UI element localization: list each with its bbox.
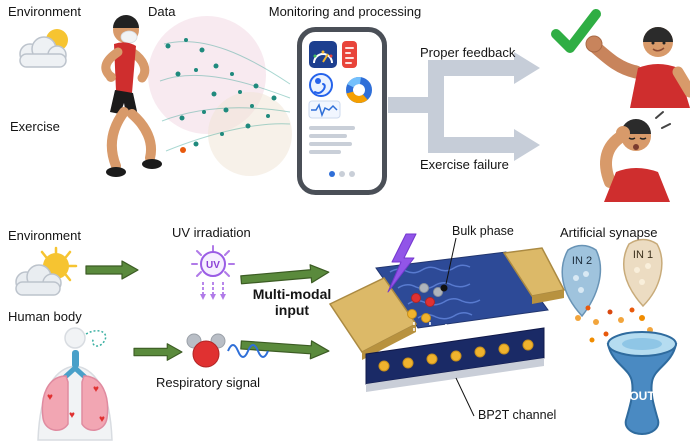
cloud-icon	[19, 36, 67, 68]
lungs-icon: ♥ ♥ ♥ ♥	[37, 327, 113, 441]
health-person-icon	[309, 73, 333, 97]
synapse-terminal-in2: IN 2	[561, 244, 602, 318]
arrow-env-to-uv	[85, 260, 139, 280]
exercise-failure-label: Exercise failure	[420, 157, 509, 172]
nav-dots	[329, 171, 355, 177]
red-chart-tile	[342, 41, 357, 68]
bulk-phase-leader	[445, 237, 457, 285]
substrate-rim	[366, 358, 544, 392]
lightning-icon	[387, 233, 417, 293]
hair	[113, 15, 139, 28]
arrow-lungs-to-molecule	[133, 343, 183, 361]
vesicles	[573, 271, 589, 293]
text-lines	[309, 126, 355, 154]
cloud-icon	[15, 264, 62, 296]
fork-arrow	[388, 52, 540, 161]
right-lung	[81, 375, 109, 431]
funnel-opening-inner	[622, 338, 662, 350]
bp2t-channel-label: BP2T channel	[478, 408, 557, 422]
respiratory-signal-label: Respiratory signal	[156, 375, 261, 390]
breath-swirl	[85, 330, 107, 347]
multimodal-input-label: Multi-modal input	[246, 286, 338, 318]
left-lung	[41, 375, 69, 431]
hand	[616, 126, 630, 140]
environment-label-top: Environment	[8, 4, 81, 19]
svg-text:♥: ♥	[93, 384, 99, 395]
uv-icon: UV	[191, 245, 235, 300]
uv-rays	[191, 245, 235, 277]
diffusion-arrows	[413, 322, 447, 343]
checkmark-icon	[551, 9, 601, 53]
fist	[585, 35, 603, 53]
channel-molecules	[378, 339, 534, 372]
uv-down-arrows	[202, 282, 224, 294]
adsorbed-molecules	[407, 283, 443, 323]
shirt	[604, 168, 670, 202]
left-electrode-edge	[362, 324, 416, 360]
body-silhouette-head	[64, 327, 86, 349]
synapse-out-funnel: OUT	[606, 331, 678, 436]
hair	[643, 27, 673, 42]
out-label: OUT	[629, 389, 655, 403]
proper-feedback-label: Proper feedback	[420, 45, 516, 60]
runner-figure	[101, 15, 162, 177]
arrow-uv-to-device	[240, 264, 330, 285]
environment-label-bottom: Environment	[8, 228, 81, 243]
exercise-label: Exercise	[10, 119, 60, 134]
artificial-synapse-label: Artificial synapse	[560, 225, 658, 240]
bp2t-leader	[455, 377, 475, 417]
uv-irradiation-label: UV irradiation	[172, 225, 251, 240]
distress-marks	[655, 111, 671, 129]
multimodal-line1: Multi-modal	[252, 286, 332, 302]
in1-label: IN 1	[633, 249, 653, 261]
orange-particle	[180, 147, 186, 153]
right-electrode-edge	[532, 290, 564, 304]
ecg-trace	[308, 100, 341, 119]
data-particles	[159, 38, 291, 153]
smartphone	[297, 27, 387, 195]
multimodal-line2: input	[274, 302, 310, 319]
uv-icon-text: UV	[206, 260, 220, 271]
in2-label: IN 2	[572, 255, 592, 267]
trachea	[72, 350, 79, 368]
gauge-chart-tile	[309, 41, 337, 68]
heart-icons: ♥ ♥ ♥ ♥	[47, 384, 105, 425]
human-body-label: Human body	[8, 309, 82, 324]
donut-chart	[346, 77, 372, 103]
bulk-phase-dot	[440, 284, 448, 292]
vesicles	[634, 263, 651, 285]
shoe	[106, 167, 126, 177]
device-illustration	[328, 233, 566, 417]
svg-text:♥: ♥	[69, 410, 75, 421]
data-label: Data	[148, 4, 176, 19]
bulk-phase-label: Bulk phase	[452, 224, 514, 238]
cloud-sun-icon-bottom	[15, 246, 78, 296]
water-molecule-icon	[186, 333, 226, 368]
monitoring-label: Monitoring and processing	[268, 4, 422, 19]
respiratory-wave-icon	[227, 344, 269, 358]
arrow-respiratory-to-device	[240, 340, 330, 360]
synapse-terminal-in1: IN 1	[622, 238, 663, 308]
shoe	[142, 159, 162, 169]
success-person-figure	[585, 27, 690, 108]
svg-text:♥: ♥	[47, 392, 53, 403]
svg-text:♥: ♥	[99, 414, 105, 425]
face-mask-icon	[120, 30, 138, 44]
cloud-sun-icon-top	[19, 29, 68, 68]
mouth	[633, 144, 639, 150]
failure-person-figure	[600, 111, 671, 202]
